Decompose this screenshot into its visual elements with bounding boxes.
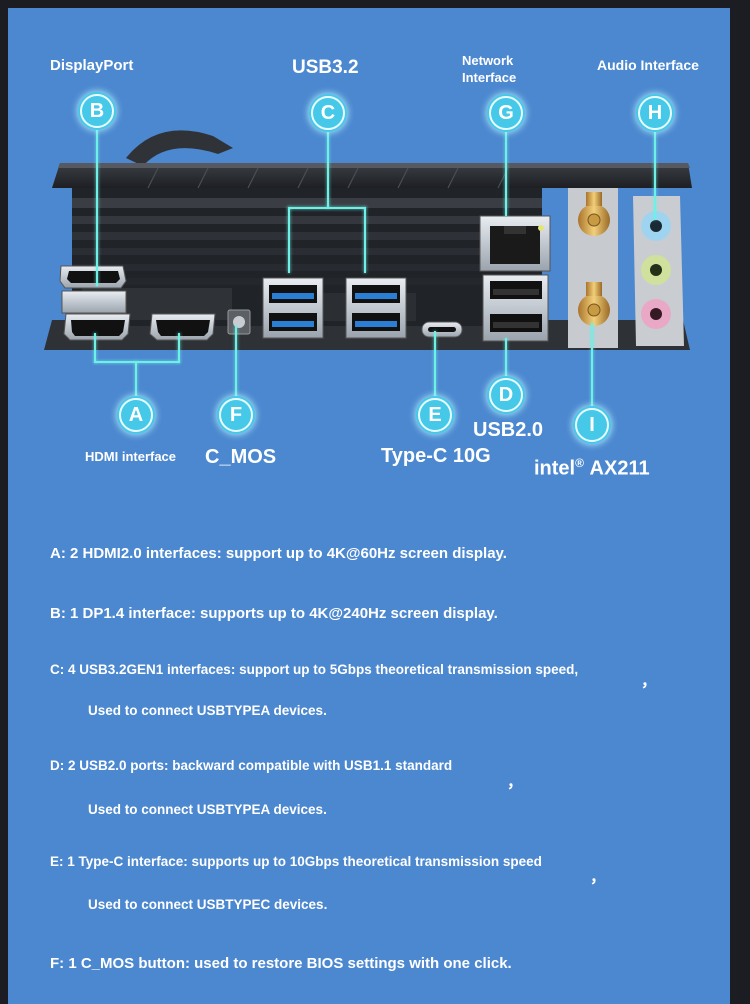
label-typec: Type-C 10G: [381, 445, 491, 467]
callout-line-c-left: [288, 207, 290, 273]
callout-line-a-left: [94, 333, 96, 363]
marker-c: C: [311, 96, 345, 130]
callout-line-f: [235, 326, 237, 400]
callout-line-g: [505, 132, 507, 216]
label-cmos: C_MOS: [205, 446, 277, 468]
product-panel: B C G H A F E D I DisplayPort USB3.2 Net…: [8, 8, 730, 1004]
label-usb32: USB3.2: [292, 57, 359, 78]
callout-line-c-top: [327, 132, 329, 208]
marker-f: F: [219, 398, 253, 432]
label-wifi-brand: intel: [534, 457, 576, 480]
marker-a: A: [119, 398, 153, 432]
label-audio: Audio Interface: [597, 57, 699, 73]
description-d-mark: ，: [507, 774, 524, 791]
label-network-line1: Network: [462, 53, 514, 68]
label-usb20: USB2.0: [473, 419, 544, 441]
label-displayport: DisplayPort: [50, 57, 134, 74]
cmos-button-icon: [227, 309, 251, 335]
description-a: A: 2 HDMI2.0 interfaces: support up to 4…: [50, 545, 507, 562]
description-d-continuation: Used to connect USBTYPEA devices.: [88, 802, 327, 817]
callout-line-a-right: [178, 333, 180, 363]
callout-line-i: [591, 323, 593, 411]
description-c-continuation: Used to connect USBTYPEA devices.: [88, 703, 327, 718]
label-wifi-model: AX211: [589, 457, 650, 480]
callout-line-b: [96, 130, 98, 286]
callout-line-e: [434, 331, 436, 401]
description-c: C: 4 USB3.2GEN1 interfaces: support up t…: [50, 662, 579, 677]
audio-jack-icon: [633, 196, 684, 346]
marker-g: G: [489, 96, 523, 130]
description-f: F: 1 C_MOS button: used to restore BIOS …: [50, 955, 512, 972]
description-e-mark: ，: [590, 869, 607, 886]
marker-e: E: [418, 398, 452, 432]
marker-d: D: [489, 378, 523, 412]
callout-line-d: [505, 338, 507, 382]
description-d: D: 2 USB2.0 ports: backward compatible w…: [50, 758, 453, 773]
marker-i: I: [575, 408, 609, 442]
callout-line-a-bar: [94, 361, 180, 363]
label-hdmi: HDMI interface: [85, 449, 177, 464]
usb-c-port-icon: [421, 321, 463, 338]
callout-line-a: [135, 361, 137, 401]
antenna-connector-icon: [568, 188, 618, 348]
description-c-mark: ，: [641, 673, 658, 690]
usb-a-port-icon: [482, 274, 549, 342]
callout-line-c-right: [364, 207, 366, 273]
rj45-port-icon: [479, 215, 551, 272]
callout-line-h: [654, 132, 656, 220]
motherboard-io-image: [44, 130, 692, 350]
label-wifi-reg: ®: [575, 456, 584, 470]
label-wifi: intel® AX211: [534, 456, 650, 481]
displayport-icon: [59, 265, 127, 289]
hdmi-port-icon: [61, 290, 216, 341]
marker-b: B: [80, 94, 114, 128]
description-b: B: 1 DP1.4 interface: supports up to 4K@…: [50, 605, 498, 622]
description-e-continuation: Used to connect USBTYPEC devices.: [88, 897, 328, 912]
marker-h: H: [638, 96, 672, 130]
usb-a-port-icon: [262, 277, 407, 339]
label-network-line2: Interface: [462, 70, 517, 85]
callout-line-c-bar: [288, 207, 366, 209]
description-e: E: 1 Type-C interface: supports up to 10…: [50, 854, 542, 869]
